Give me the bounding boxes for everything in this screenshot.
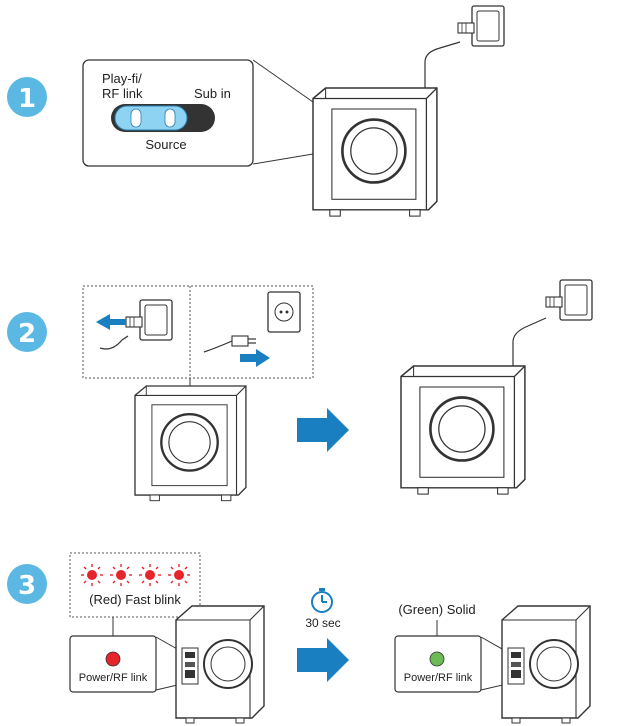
- arrow-left-icon: [96, 314, 126, 330]
- step-1-badge: 1: [7, 77, 47, 117]
- arrow-right-small-icon: [240, 349, 270, 367]
- subwoofer-rear-2: [501, 605, 591, 724]
- blink-indicator-box: (Red) Fast blink: [69, 552, 201, 636]
- arrow-right-icon-2: [297, 638, 349, 682]
- green-led: [429, 651, 445, 667]
- step-3: 3 (Red) Fast blink Power/RF link: [7, 552, 591, 724]
- power-plug-icon: [203, 335, 256, 353]
- timer-label: 30 sec: [305, 616, 340, 630]
- solid-caption: (Green) Solid: [398, 602, 475, 617]
- source-switch-callout: Play-fi/ RF link Sub in Source: [82, 59, 314, 167]
- power-cable-2: [512, 317, 547, 366]
- step-2: 2: [7, 279, 593, 502]
- step-3-number: 3: [18, 571, 36, 601]
- source-switch[interactable]: [111, 104, 215, 132]
- timer-icon: [311, 588, 333, 613]
- arrow-right-icon: [297, 408, 349, 452]
- switch-label-rflink: RF link: [102, 86, 143, 101]
- subwoofer-rear-1: [175, 605, 265, 724]
- led-panel-red: Power/RF link: [69, 635, 187, 693]
- wall-socket-replug: [267, 291, 301, 333]
- step-2-badge: 2: [7, 312, 47, 352]
- step-2-number: 2: [18, 319, 36, 349]
- wall-socket-1: [457, 5, 505, 47]
- power-cable-1: [424, 41, 461, 88]
- step-1: 1 Play-fi/ RF link Sub in Source: [7, 5, 505, 218]
- led-panel-green: Power/RF link: [394, 635, 512, 693]
- subwoofer-1: [311, 86, 439, 218]
- blink-caption: (Red) Fast blink: [89, 592, 181, 607]
- switch-label-playfi: Play-fi/: [102, 71, 142, 86]
- subwoofer-2a: [133, 384, 248, 502]
- wall-socket-2: [545, 279, 593, 321]
- switch-label-source: Source: [145, 137, 186, 152]
- switch-label-subin: Sub in: [194, 86, 231, 101]
- step-1-number: 1: [18, 84, 36, 114]
- subwoofer-2b: [399, 364, 527, 496]
- panel-label-left: Power/RF link: [79, 672, 148, 684]
- red-led: [105, 651, 121, 667]
- panel-label-right: Power/RF link: [404, 672, 473, 684]
- replug-callout: [82, 285, 314, 393]
- step-3-badge: 3: [7, 564, 47, 604]
